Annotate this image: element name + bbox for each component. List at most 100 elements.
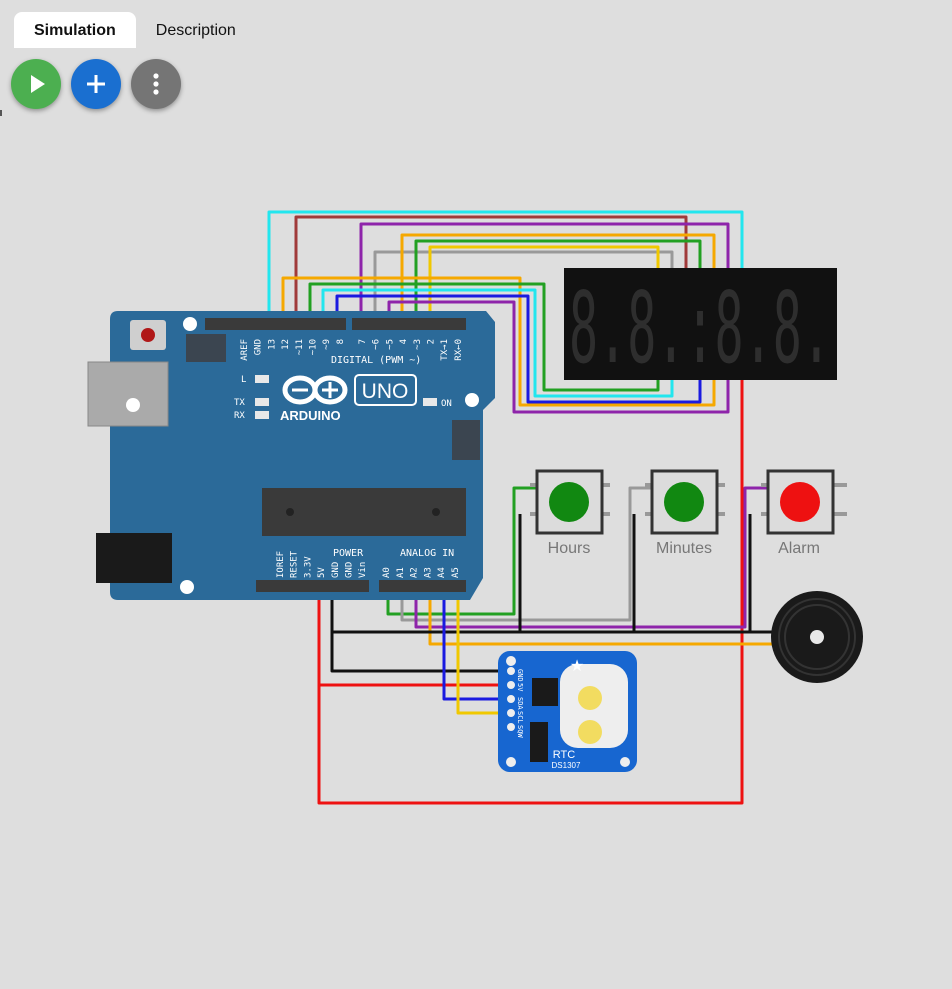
pin-label: AREF (240, 339, 250, 361)
pin-label: GND (345, 562, 355, 578)
pin-label: ~10 (309, 339, 319, 355)
analog-label: ANALOG IN (400, 548, 454, 559)
pin-label: A1 (396, 567, 406, 578)
brand-label: ARDUINO (280, 408, 341, 423)
pin-label: ~5 (385, 339, 395, 350)
pin-label: RESET (290, 550, 300, 578)
pin-label: A4 (437, 567, 447, 578)
minus-icon (292, 388, 308, 392)
pin-label: ~11 (295, 339, 305, 355)
rtc-pin-label: GND (516, 669, 524, 682)
pin-label: GND (254, 339, 264, 355)
header-top-right (352, 318, 466, 330)
pin-label: ~6 (372, 339, 382, 350)
rtc-chip (532, 678, 558, 706)
tab-description[interactable]: Description (155, 22, 236, 39)
mount-hole (180, 580, 194, 594)
icsp-header-2 (452, 420, 480, 460)
add-part-button[interactable] (71, 59, 121, 109)
more-vertical-icon (153, 73, 159, 95)
display-digits: 8.8.:8.8. (569, 272, 831, 386)
plus-icon (87, 75, 105, 93)
digital-label: DIGITAL (PWM ~) (331, 355, 421, 366)
header-power (256, 580, 369, 592)
crystal (530, 722, 548, 762)
icsp-header (186, 334, 226, 362)
plus-icon-v (328, 382, 332, 398)
rtc-pin-label: SQW (516, 725, 524, 738)
wires (267, 210, 780, 805)
pin-label: 2 (427, 339, 437, 344)
pin-label: ~3 (413, 339, 423, 350)
pin-label: RX←0 (454, 339, 464, 361)
rtc-chip-label: DS1307 (552, 761, 581, 770)
led-l (255, 375, 269, 383)
seven-segment-display[interactable]: 8.8.:8.8. (564, 268, 837, 386)
mount-hole (465, 393, 479, 407)
pin-label: 8 (336, 339, 346, 344)
pin-label: TX→1 (440, 339, 450, 361)
usb-port (87, 361, 169, 427)
led-tx (255, 398, 269, 406)
pin-label: A3 (423, 567, 433, 578)
pin-label: 7 (358, 339, 368, 344)
button-cap (549, 482, 589, 522)
buzzer[interactable] (771, 591, 863, 683)
rtc-title: RTC (553, 749, 575, 761)
pin-label: 13 (267, 339, 277, 350)
pushbutton-alarm[interactable]: Alarm (761, 469, 847, 557)
uno-badge (354, 374, 417, 406)
led-rx-label: RX (234, 411, 245, 421)
pin-label: 5V (317, 567, 327, 578)
play-icon (31, 75, 45, 93)
pushbutton-minutes[interactable]: Minutes (645, 469, 725, 557)
button-label-minutes: Minutes (656, 540, 712, 557)
power-label: POWER (333, 548, 364, 559)
play-button[interactable] (11, 59, 61, 109)
led-tx-label: TX (234, 398, 245, 408)
panel-divider (0, 110, 2, 116)
header-top-left (205, 318, 346, 330)
rtc-pin-label: SCL (516, 711, 524, 724)
pin-label: A0 (382, 567, 392, 578)
arduino-logo (282, 375, 348, 405)
pin-label: IOREF (276, 551, 286, 578)
tab-simulation[interactable]: Simulation (14, 12, 136, 48)
button-label-hours: Hours (548, 540, 591, 557)
model-label: UNO (362, 380, 409, 403)
reset-button-cap (141, 328, 155, 342)
more-options-button[interactable] (131, 59, 181, 109)
pin-label: GND (331, 562, 341, 578)
star-icon: ★ (570, 658, 584, 675)
button-label-alarm: Alarm (778, 540, 820, 557)
rtc-pin-label: 5V (516, 683, 524, 692)
led-on-label: ON (441, 399, 452, 409)
pin-label: 12 (281, 339, 291, 350)
mount-hole (183, 317, 197, 331)
pushbutton-hours[interactable]: Hours (530, 469, 610, 557)
pin-label: Vin (358, 562, 368, 578)
pin-label: 3.3V (303, 556, 313, 578)
mount-hole (126, 398, 140, 412)
led-on (423, 398, 437, 406)
rtc-pin-label: SDA (516, 697, 524, 710)
chip-mark (432, 508, 440, 516)
pin-label: ~9 (322, 339, 332, 350)
tab-bar: Simulation Description (14, 12, 256, 48)
led-rx (255, 411, 269, 419)
chip-mark (286, 508, 294, 516)
button-cap (780, 482, 820, 522)
button-cap (664, 482, 704, 522)
power-jack (96, 533, 172, 583)
arduino-uno-board[interactable]: UNO ARDUINO DIGITAL (PWM ~) POWER ANALOG… (87, 311, 495, 600)
pin-label: A5 (451, 567, 461, 578)
header-analog (379, 580, 466, 592)
pin-label: A2 (410, 567, 420, 578)
pin-label: 4 (399, 339, 409, 344)
